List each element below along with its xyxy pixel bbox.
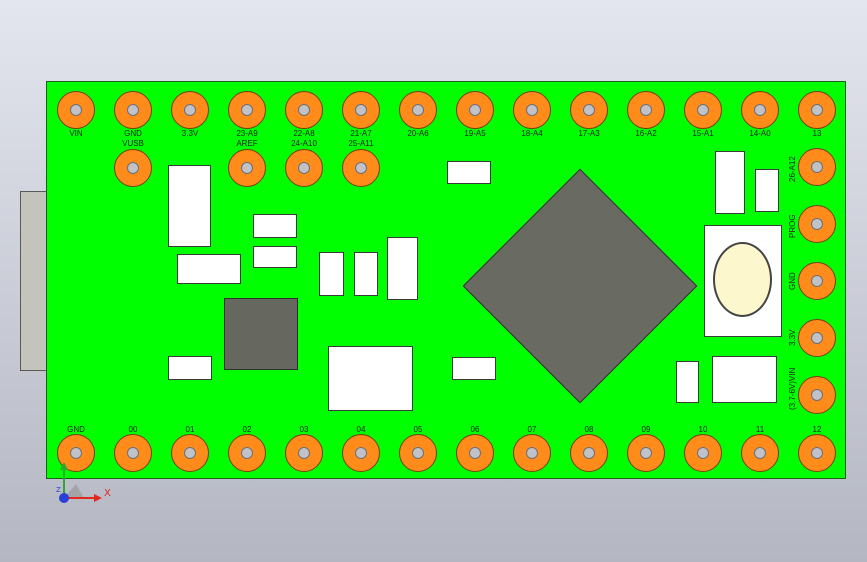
pin-label: 02 bbox=[242, 425, 252, 434]
pad-bottom bbox=[57, 434, 95, 472]
pin-label: 20-A6 bbox=[407, 129, 429, 138]
origin-dot bbox=[59, 493, 69, 503]
pad-bottom bbox=[285, 434, 323, 472]
pin-label: 03 bbox=[299, 425, 309, 434]
pad-top bbox=[627, 91, 665, 129]
component-capacitor bbox=[676, 361, 699, 403]
pad-inner bbox=[114, 149, 152, 187]
pad-bottom bbox=[228, 434, 266, 472]
pin-label: AREF bbox=[236, 139, 258, 148]
pad-bottom bbox=[513, 434, 551, 472]
pad-top bbox=[285, 91, 323, 129]
pin-label: 21-A7 bbox=[350, 129, 372, 138]
pin-label: 04 bbox=[356, 425, 366, 434]
pin-label: 18-A4 bbox=[521, 129, 543, 138]
component-capacitor bbox=[168, 165, 211, 247]
pin-label: 10 bbox=[698, 425, 708, 434]
pin-label: 16-A2 bbox=[635, 129, 657, 138]
pad-bottom bbox=[627, 434, 665, 472]
component-capacitor bbox=[319, 252, 344, 296]
component-resistor bbox=[253, 214, 297, 238]
pin-label: 25-A11 bbox=[348, 139, 374, 148]
pad-top bbox=[798, 91, 836, 129]
pad-top bbox=[171, 91, 209, 129]
pad-right bbox=[798, 148, 836, 186]
component-resistor bbox=[447, 161, 491, 184]
pad-inner bbox=[342, 149, 380, 187]
pad-bottom bbox=[399, 434, 437, 472]
pin-label: 24-A10 bbox=[291, 139, 317, 148]
pad-top bbox=[570, 91, 608, 129]
pad-inner bbox=[228, 149, 266, 187]
pad-bottom bbox=[456, 434, 494, 472]
pin-label: 3.3V bbox=[181, 129, 199, 138]
pad-right bbox=[798, 262, 836, 300]
program-button bbox=[713, 242, 772, 317]
pad-bottom bbox=[684, 434, 722, 472]
pin-label: 00 bbox=[128, 425, 138, 434]
regulator-chip bbox=[224, 298, 298, 370]
pin-label: 13 bbox=[812, 129, 822, 138]
component-capacitor bbox=[354, 252, 378, 296]
pin-label: 12 bbox=[812, 425, 822, 434]
pad-inner bbox=[285, 149, 323, 187]
pin-label: VIN bbox=[69, 129, 83, 138]
component-resistor bbox=[168, 356, 212, 380]
z-axis-label: Z bbox=[56, 486, 61, 494]
pin-label: 09 bbox=[641, 425, 651, 434]
pin-label: GND bbox=[788, 272, 797, 290]
pad-top bbox=[57, 91, 95, 129]
pad-bottom bbox=[741, 434, 779, 472]
pin-label: 23-A9 bbox=[236, 129, 258, 138]
pad-bottom bbox=[114, 434, 152, 472]
axis-triad-plane bbox=[64, 484, 84, 498]
pin-label: 26-A12 bbox=[788, 156, 797, 182]
pin-label: 22-A8 bbox=[293, 129, 315, 138]
pin-label: GND bbox=[67, 425, 85, 434]
pad-top bbox=[342, 91, 380, 129]
component-resistor bbox=[452, 357, 496, 380]
pad-bottom bbox=[342, 434, 380, 472]
pad-bottom bbox=[171, 434, 209, 472]
pin-label: PROG bbox=[788, 214, 797, 238]
pin-label: (3.7-6V)VIN bbox=[788, 367, 797, 410]
pad-top bbox=[114, 91, 152, 129]
y-axis-arrow bbox=[60, 462, 68, 470]
pin-label: 3.3V bbox=[788, 329, 797, 346]
pin-label: 06 bbox=[470, 425, 480, 434]
pin-label: 19-A5 bbox=[464, 129, 486, 138]
pin-label: 11 bbox=[755, 425, 765, 434]
pad-bottom bbox=[798, 434, 836, 472]
component-capacitor bbox=[387, 237, 418, 300]
component-crystal bbox=[328, 346, 413, 411]
component-resistor bbox=[712, 356, 777, 403]
pad-top bbox=[399, 91, 437, 129]
pin-label: 08 bbox=[584, 425, 594, 434]
pin-label: 14-A0 bbox=[749, 129, 771, 138]
pin-label: VUSB bbox=[122, 139, 144, 148]
pin-label: 07 bbox=[527, 425, 537, 434]
pad-right bbox=[798, 376, 836, 414]
pad-top bbox=[684, 91, 722, 129]
component-resistor bbox=[177, 254, 241, 284]
pin-label: GND bbox=[124, 129, 142, 138]
component-capacitor bbox=[715, 151, 745, 214]
pin-label: 15-A1 bbox=[692, 129, 714, 138]
pin-label: 05 bbox=[413, 425, 423, 434]
pad-bottom bbox=[570, 434, 608, 472]
pad-top bbox=[228, 91, 266, 129]
pad-top bbox=[456, 91, 494, 129]
pin-label: 17-A3 bbox=[578, 129, 600, 138]
component-resistor bbox=[253, 246, 297, 268]
component-capacitor bbox=[755, 169, 779, 212]
pad-top bbox=[741, 91, 779, 129]
pad-right bbox=[798, 205, 836, 243]
pad-top bbox=[513, 91, 551, 129]
pad-right bbox=[798, 319, 836, 357]
pin-label: 01 bbox=[185, 425, 195, 434]
x-axis-arrow bbox=[94, 494, 102, 502]
x-axis-label: X bbox=[104, 488, 111, 499]
axis-triad-icon: X Z bbox=[56, 462, 111, 503]
